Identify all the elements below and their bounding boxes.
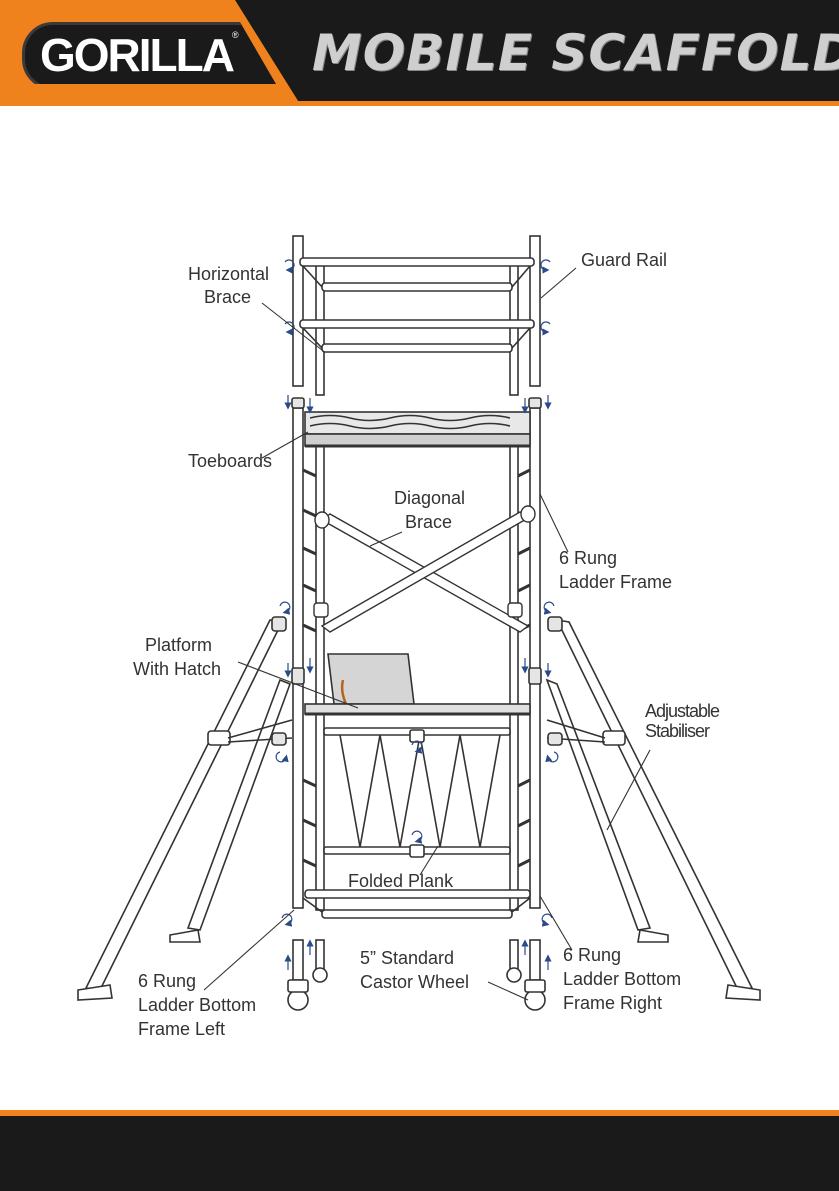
label-stabiliser-line1: Adjustable: [645, 701, 720, 721]
bottom-frame: [303, 890, 530, 918]
guard-rail: [293, 236, 540, 395]
label-horizontal-brace-line1: Horizontal: [188, 264, 269, 284]
label-guard-rail: Guard Rail: [581, 250, 667, 270]
footer-bar: [0, 1116, 839, 1191]
label-diagonal-brace-line1: Diagonal: [394, 488, 465, 508]
label-toeboards: Toeboards: [188, 451, 272, 471]
label-bottom-right-line1: 6 Rung: [563, 945, 621, 965]
label-folded-plank: Folded Plank: [348, 871, 454, 891]
label-platform-hatch-line1: Platform: [145, 635, 212, 655]
label-stabiliser-line2: Stabiliser: [645, 721, 710, 741]
label-diagonal-brace-line2: Brace: [405, 512, 452, 532]
label-bottom-left-line2: Ladder Bottom: [138, 995, 256, 1015]
label-horizontal-brace-line2: Brace: [204, 287, 251, 307]
label-platform-hatch-line2: With Hatch: [133, 659, 221, 679]
label-bottom-right-line2: Ladder Bottom: [563, 969, 681, 989]
folded-plank: [324, 728, 510, 857]
label-castor-wheel-line1: 5” Standard: [360, 948, 454, 968]
label-ladder-frame-line1: 6 Rung: [559, 548, 617, 568]
label-bottom-left-line3: Frame Left: [138, 1019, 225, 1039]
label-bottom-left-line1: 6 Rung: [138, 971, 196, 991]
label-bottom-right-line3: Frame Right: [563, 993, 662, 1013]
label-ladder-frame-line2: Ladder Frame: [559, 572, 672, 592]
label-castor-wheel-line2: Castor Wheel: [360, 972, 469, 992]
platform-with-hatch: [305, 654, 530, 714]
top-platform: [305, 412, 530, 446]
stabiliser-right: [547, 620, 760, 1000]
